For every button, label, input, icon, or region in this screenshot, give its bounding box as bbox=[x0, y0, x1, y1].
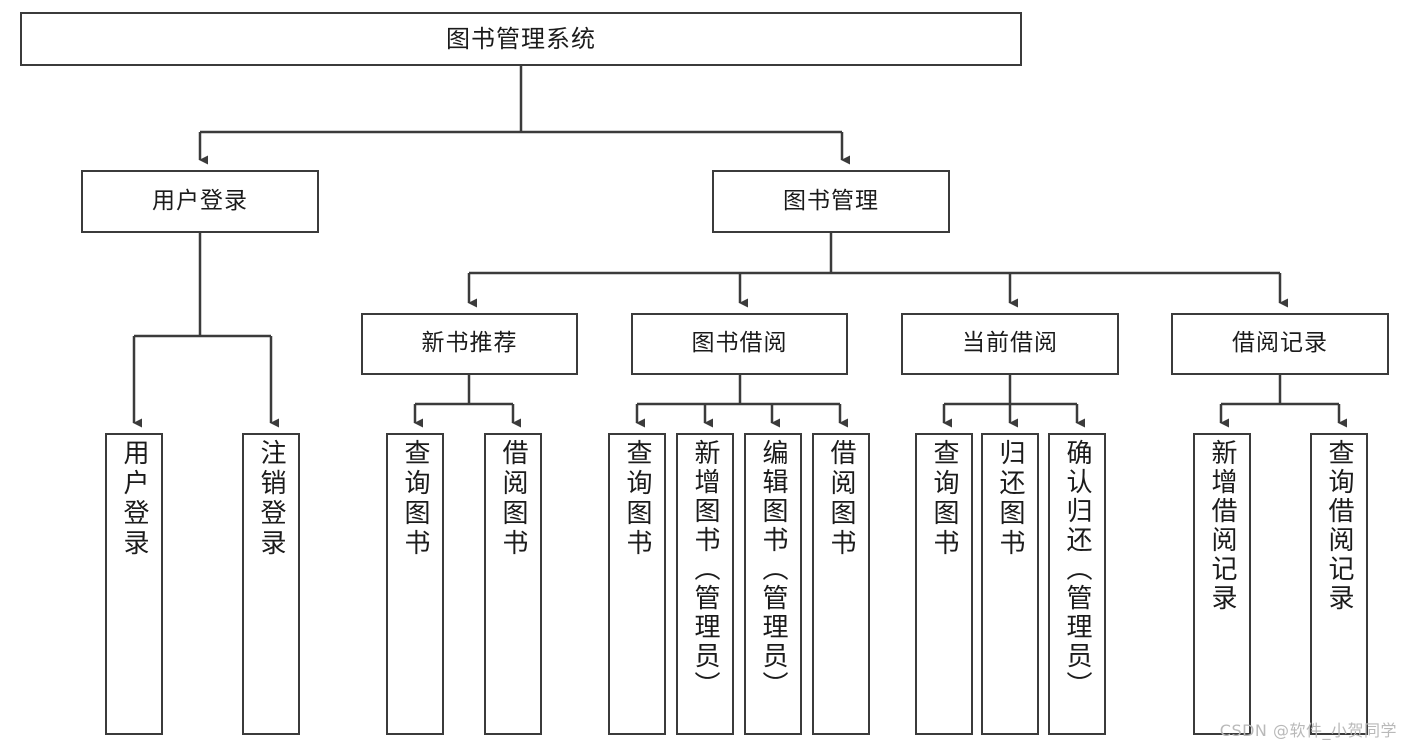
node-borrowing-record[interactable]: 借阅记录 bbox=[1171, 313, 1389, 375]
node-label: 借阅图书 bbox=[826, 439, 856, 559]
node-label: 用户登录 bbox=[152, 187, 248, 214]
node-label: 图书管理 bbox=[783, 187, 879, 214]
node-root-book-management-system[interactable]: 图书管理系统 bbox=[20, 12, 1022, 66]
leaf-borrow-book-new[interactable]: 借阅图书 bbox=[484, 433, 542, 735]
leaf-logout[interactable]: 注销登录 bbox=[242, 433, 300, 735]
node-label: 查询图书 bbox=[622, 439, 652, 559]
leaf-borrow-book[interactable]: 借阅图书 bbox=[812, 433, 870, 735]
node-label: 新书推荐 bbox=[421, 330, 518, 357]
node-new-book-recommendation[interactable]: 新书推荐 bbox=[361, 313, 578, 375]
watermark-text: CSDN @软件_小贺同学 bbox=[1219, 721, 1397, 740]
node-label: 新增图书（管理员） bbox=[690, 439, 720, 700]
node-book-borrowing[interactable]: 图书借阅 bbox=[631, 313, 848, 375]
node-current-borrowing[interactable]: 当前借阅 bbox=[901, 313, 1119, 375]
node-label: 查询借阅记录 bbox=[1324, 439, 1354, 613]
node-label: 图书借阅 bbox=[691, 330, 788, 357]
node-label: 注销登录 bbox=[256, 439, 286, 559]
leaf-user-login[interactable]: 用户登录 bbox=[105, 433, 163, 735]
node-user-login[interactable]: 用户登录 bbox=[81, 170, 319, 233]
leaf-query-borrow-record[interactable]: 查询借阅记录 bbox=[1310, 433, 1368, 735]
node-label: 新增借阅记录 bbox=[1207, 439, 1237, 613]
node-label: 归还图书 bbox=[995, 439, 1025, 559]
leaf-confirm-return-admin[interactable]: 确认归还（管理员） bbox=[1048, 433, 1106, 735]
leaf-query-book-borrow[interactable]: 查询图书 bbox=[608, 433, 666, 735]
node-label: 查询图书 bbox=[400, 439, 430, 559]
leaf-edit-book-admin[interactable]: 编辑图书（管理员） bbox=[744, 433, 802, 735]
leaf-add-borrow-record[interactable]: 新增借阅记录 bbox=[1193, 433, 1251, 735]
leaf-return-book[interactable]: 归还图书 bbox=[981, 433, 1039, 735]
node-label: 当前借阅 bbox=[962, 330, 1058, 357]
leaf-query-book-new[interactable]: 查询图书 bbox=[386, 433, 444, 735]
leaf-add-book-admin[interactable]: 新增图书（管理员） bbox=[676, 433, 734, 735]
node-label: 确认归还（管理员） bbox=[1062, 439, 1092, 700]
node-label: 借阅记录 bbox=[1232, 330, 1328, 357]
node-label: 图书管理系统 bbox=[446, 24, 596, 53]
leaf-query-book-current[interactable]: 查询图书 bbox=[915, 433, 973, 735]
node-label: 编辑图书（管理员） bbox=[758, 439, 788, 700]
node-book-management[interactable]: 图书管理 bbox=[712, 170, 950, 233]
node-label: 查询图书 bbox=[929, 439, 959, 559]
node-label: 借阅图书 bbox=[498, 439, 528, 559]
node-label: 用户登录 bbox=[119, 439, 149, 559]
